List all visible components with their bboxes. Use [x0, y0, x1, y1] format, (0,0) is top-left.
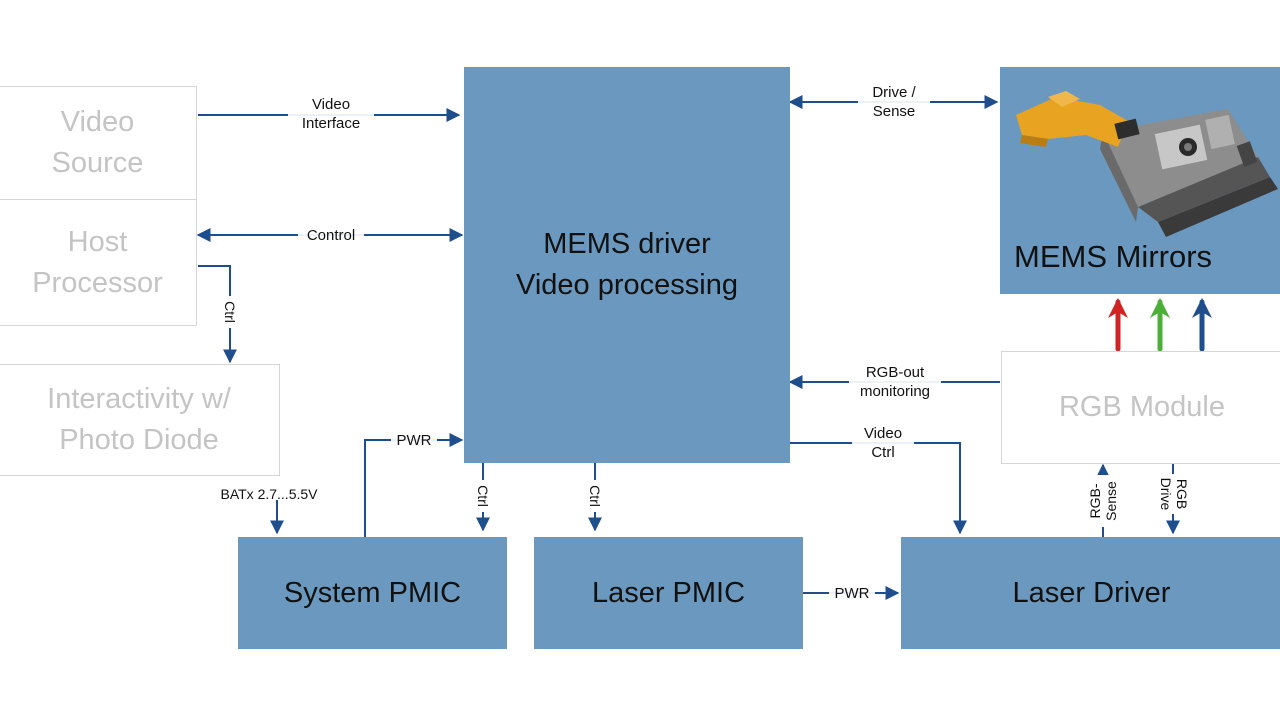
host-processor-label: Host Processor	[32, 225, 163, 299]
battery-label: BATx 2.7...5.5V	[220, 486, 318, 502]
host-processor-block: Host Processor	[0, 199, 197, 326]
mems-mirrors-block: MEMS Mirrors	[1000, 67, 1280, 294]
system-pmic-block: System PMIC	[238, 537, 507, 649]
ctrl-host-label: Ctrl	[222, 296, 238, 328]
rgb-drive-label: RGB Drive	[1158, 474, 1190, 514]
pwr-system-wire	[364, 433, 464, 537]
mems-driver-label: MEMS driver Video processing	[516, 228, 738, 301]
mems-mirrors-label: MEMS Mirrors	[1014, 238, 1213, 274]
system-pmic-label: System PMIC	[283, 576, 462, 609]
rgb-module-label: RGB Module	[1058, 391, 1225, 424]
laser-pmic-block: Laser PMIC	[534, 537, 803, 649]
video-interface-label: Video Interface	[288, 95, 374, 133]
ctrl-system-label: Ctrl	[475, 480, 491, 512]
pwr-laser-label: PWR	[829, 584, 875, 603]
drive-sense-label: Drive / Sense	[858, 83, 930, 121]
pwr-system-label: PWR	[391, 431, 437, 450]
laser-pmic-label: Laser PMIC	[591, 576, 746, 609]
host-ctrl-wire	[198, 265, 237, 364]
video-source-label: Video Source	[51, 106, 144, 179]
control-label: Control	[298, 226, 364, 245]
video-ctrl-wire	[790, 442, 967, 535]
laser-driver-block: Laser Driver	[901, 537, 1280, 649]
video-source-block: Video Source	[0, 86, 197, 200]
rgb-module-block: RGB Module	[1001, 351, 1280, 464]
rgb-out-label: RGB-out monitoring	[849, 363, 941, 401]
mems-device-icon	[1016, 91, 1278, 237]
interactivity-block: Interactivity w/ Photo Diode	[0, 364, 280, 476]
mems-driver-block: MEMS driver Video processing	[464, 67, 790, 463]
interactivity-label: Interactivity w/ Photo Diode	[47, 383, 231, 456]
rgb-sense-label: RGB- Sense	[1087, 475, 1119, 527]
video-ctrl-label: Video Ctrl	[852, 424, 914, 462]
laser-driver-label: Laser Driver	[1012, 576, 1171, 609]
ctrl-laser-label: Ctrl	[587, 480, 603, 512]
